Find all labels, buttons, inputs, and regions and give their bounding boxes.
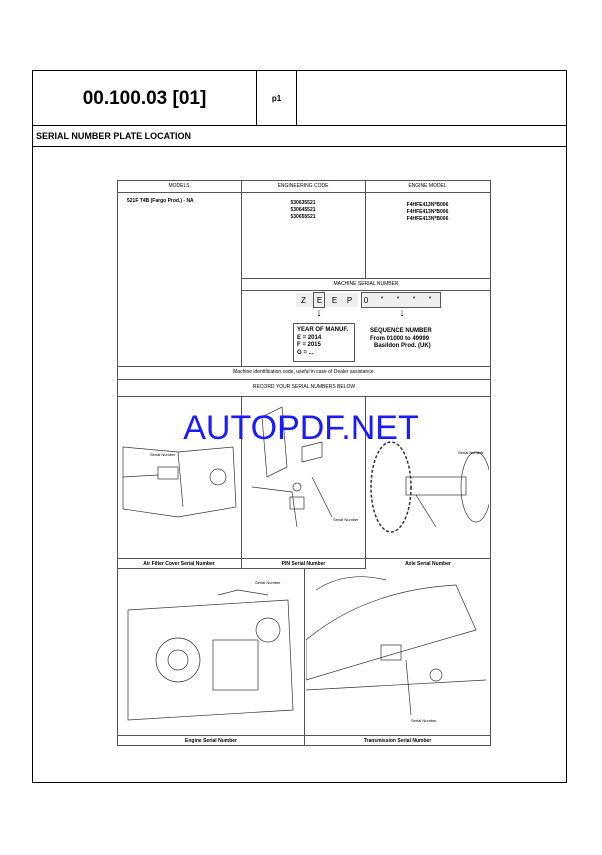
air-filter-illustration <box>118 397 240 557</box>
serial-char: * <box>380 296 384 303</box>
callout-serial-number: Serial Number <box>333 517 359 522</box>
serial-prefix-bg <box>296 293 358 307</box>
eng-code: 530635521 <box>290 200 316 206</box>
engineering-codes: 530635521 530645521 530655521 <box>241 200 365 221</box>
serial-char: * <box>412 296 416 303</box>
sequence-info: SEQUENCE NUMBER From 01000 to 49999 Basi… <box>370 328 432 351</box>
doc-code: 00.100.03 [01] <box>32 70 257 126</box>
serial-char: P <box>346 296 353 305</box>
caption-axle: Axle Serial Number <box>365 558 491 569</box>
caption-pin: PIN Serial Number <box>241 558 366 569</box>
sequence-title: SEQUENCE NUMBER <box>370 328 432 334</box>
sequence-box <box>361 292 441 308</box>
msn-label: MACHINE SERIAL NUMBER <box>333 281 399 287</box>
figure-divider <box>117 568 305 746</box>
sequence-line: Basildon Prod. (UK) <box>374 343 431 349</box>
eng-code: 530655521 <box>290 214 316 220</box>
arrow-down-icon: ↓ <box>399 307 405 319</box>
col-header-engineering-code: ENGINEERING CODE <box>277 183 329 189</box>
eng-code-col <box>241 180 366 279</box>
engine-model: F4HFE413N*B006 <box>406 202 449 208</box>
year-box: YEAR OF MANUF. E = 2014 F = 2015 G = ... <box>293 323 355 362</box>
engine-models: F4HFE413N*B006 F4HFE413N*B006 F4HFE413N*… <box>365 202 490 223</box>
callout-serial-number: Serial Number <box>150 452 176 457</box>
serial-char: 0 <box>363 296 369 305</box>
caption-transmission: Transmission Serial Number <box>304 735 491 746</box>
year-title: YEAR OF MANUF. <box>297 327 348 333</box>
sequence-line: From 01000 to 49999 <box>370 335 430 342</box>
year-line: E = 2014 <box>297 334 322 341</box>
id-note: Machine identification code, useful in c… <box>233 369 375 375</box>
model-name: 521F T4B (Fargo Prod.) - NA <box>127 198 194 204</box>
year-line: F = 2015 <box>297 342 321 348</box>
caption-engine: Engine Serial Number <box>117 735 305 746</box>
caption-air-filter: Air Filter Cover Serial Number <box>117 558 241 569</box>
engine-model: F4HFE413N*B006 <box>406 209 449 215</box>
models-col <box>117 192 242 367</box>
engine-col <box>365 180 491 279</box>
callout-serial-number: Serial Number <box>255 580 281 585</box>
transmission-illustration <box>306 570 489 734</box>
record-note: RECORD YOUR SERIAL NUMBERS BELOW <box>252 384 356 390</box>
col-header-models: MODELS <box>168 183 190 189</box>
year-line: G = ... <box>297 349 314 356</box>
engine-model: F4HFE413N*B006 <box>406 216 449 222</box>
page-frame <box>32 70 567 783</box>
serial-char: * <box>396 296 400 303</box>
callout-serial-number: Serial Number <box>411 718 437 723</box>
page-number: p1 <box>256 70 297 126</box>
pin-illustration <box>242 397 364 557</box>
serial-char: * <box>428 296 432 303</box>
axle-illustration <box>366 397 489 557</box>
engine-illustration <box>118 570 303 734</box>
callout-serial-number: Serial Number <box>458 450 484 455</box>
serial-char: E <box>316 296 323 305</box>
col-header-engine-model: ENGINE MODEL <box>408 183 447 189</box>
arrow-down-icon: ↓ <box>316 307 322 319</box>
serial-char: Z <box>301 296 306 305</box>
watermark: AUTOPDF.NET <box>183 409 419 447</box>
serial-char: E <box>331 296 338 305</box>
eng-code: 530645521 <box>290 207 316 213</box>
year-char-box <box>313 292 325 308</box>
section-title: SERIAL NUMBER PLATE LOCATION <box>32 125 567 147</box>
